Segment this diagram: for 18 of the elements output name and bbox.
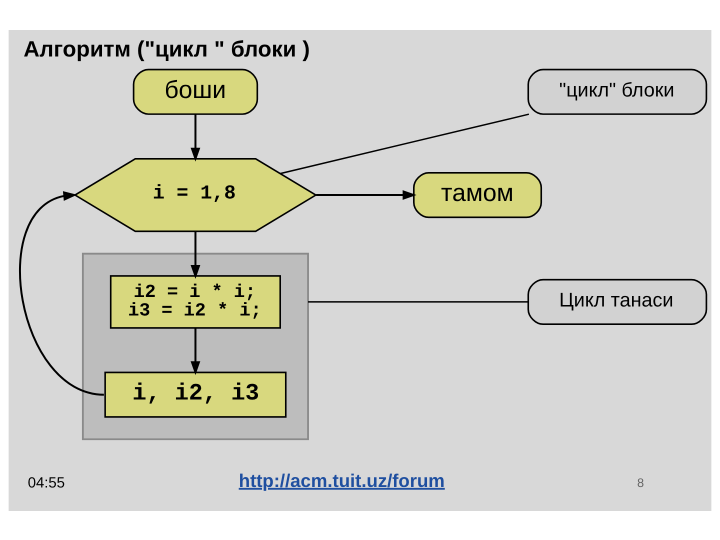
node-box: Цикл танаси [527, 278, 708, 324]
cluster [82, 252, 309, 440]
label: 8 [637, 475, 644, 490]
connector [308, 300, 528, 302]
node-box: боши [132, 68, 258, 114]
node-box: i, i2, i3 [104, 371, 287, 418]
arrow [190, 114, 200, 162]
label: http://acm.tuit.uz/forum [238, 469, 445, 490]
connector [280, 113, 530, 174]
diagram-title: Алгоритм ("цикл " блоки ) [23, 36, 310, 61]
arrow [190, 231, 200, 278]
node-box: тамом [413, 171, 542, 218]
arrow [19, 190, 104, 396]
node-box: i2 = i * i; i3 = i2 * i; [110, 274, 281, 328]
arrow [316, 190, 417, 200]
node-box: "цикл" блоки [527, 68, 708, 114]
label: 04:55 [28, 475, 65, 492]
arrow [190, 328, 200, 375]
